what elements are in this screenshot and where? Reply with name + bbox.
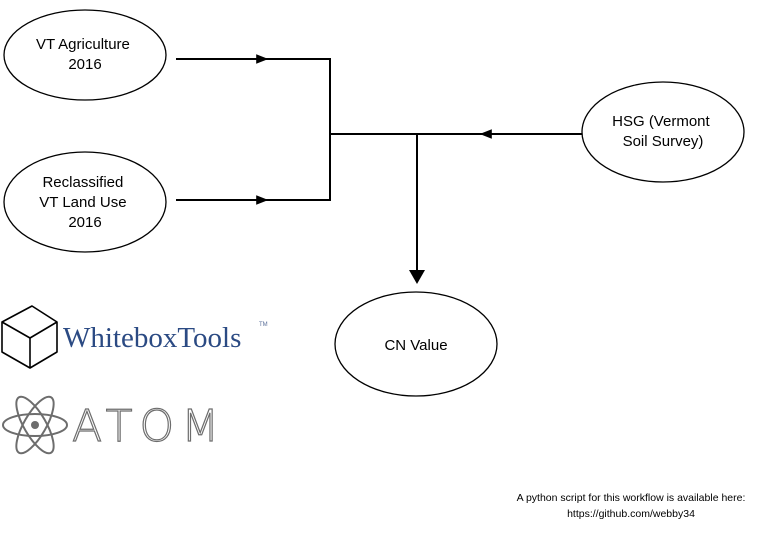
node-hsg-line-1: HSG (Vermont (612, 113, 710, 130)
node-cn-value-shape (334, 291, 498, 397)
node-hsg-line-2: Soil Survey) (623, 133, 704, 150)
connectors (176, 54, 582, 272)
node-cn-value-line-1: CN Value (384, 337, 447, 354)
whiteboxtools-tm: TM (259, 322, 268, 328)
atom-wordmark: ATOM (72, 401, 226, 452)
whiteboxtools-wordmark: WhiteboxTools (63, 322, 241, 354)
atom-icon (2, 395, 68, 455)
svg-text:HSG (Vermont Soil Survey: HSG (Vermont Soil Survey) (612, 113, 714, 150)
arrowhead-cn-value (409, 270, 425, 284)
whiteboxtools-logo: WhiteboxTools TM (1, 305, 268, 369)
svg-text:VT Agriculture 2016: VT Agriculture 2016 (36, 36, 134, 73)
footer-note: A python script for this workflow is ava… (517, 492, 746, 520)
node-reclassified-line-2: VT Land Use (39, 194, 126, 211)
node-vt-agriculture-shape (3, 9, 167, 101)
cube-icon (1, 305, 58, 369)
node-hsg-shape (581, 81, 745, 183)
svg-text:CN Value: CN Value (384, 337, 447, 354)
node-reclassified-line-3: 2016 (68, 214, 101, 231)
node-cn-value: CN Value (334, 291, 498, 397)
svg-text:Reclassified VT Land Use: Reclassified VT Land Use 2016 (39, 174, 130, 231)
node-reclassified-line-1: Reclassified (42, 174, 123, 191)
node-reclassified-land-use: Reclassified VT Land Use 2016 (3, 151, 167, 253)
footer-link[interactable]: https://github.com/webby34 (567, 508, 695, 520)
node-vt-agriculture-line-2: 2016 (68, 56, 101, 73)
node-reclassified-land-use-shape (3, 151, 167, 253)
atom-logo: ATOM (2, 395, 226, 455)
node-hsg: HSG (Vermont Soil Survey) (581, 81, 745, 183)
node-vt-agriculture: VT Agriculture 2016 (3, 9, 167, 101)
footer-line-1: A python script for this workflow is ava… (517, 492, 746, 504)
node-vt-agriculture-line-1: VT Agriculture (36, 36, 130, 53)
